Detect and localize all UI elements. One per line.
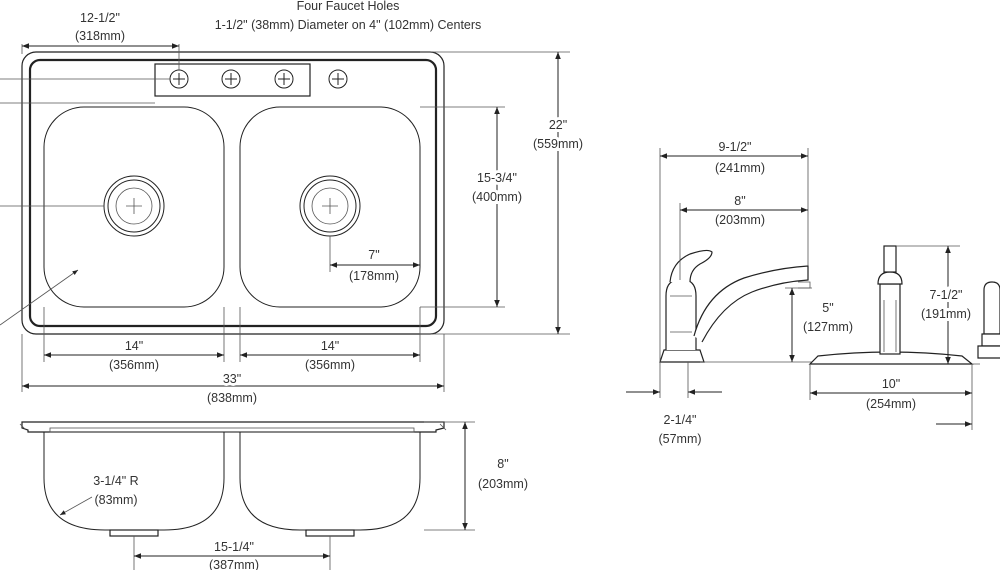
drain-offset-imperial: 7" xyxy=(368,248,379,262)
side-spray xyxy=(977,281,1000,359)
section-right-bowl xyxy=(239,432,421,531)
faucet-reach-metric: (241mm) xyxy=(715,161,765,175)
left-bowl-width-metric: (356mm) xyxy=(109,358,159,372)
faucet-deck xyxy=(154,63,311,97)
sink-section-view: 3-1/4" R (83mm) 8" (203mm) 15-1/4" (387m… xyxy=(19,421,528,570)
section-rim xyxy=(21,421,445,433)
right-bowl-width-metric: (356mm) xyxy=(305,358,355,372)
spout-height-metric: (127mm) xyxy=(803,320,853,334)
left-bowl-width-imperial: 14" xyxy=(125,339,143,353)
spout-reach-metric: (203mm) xyxy=(715,213,765,227)
base-width-imperial: 10" xyxy=(882,377,900,391)
bowl-length-imperial: 15-3/4" xyxy=(477,171,517,185)
faucet-front-view: 7-1/2" (191mm) 10" (254mm) xyxy=(808,245,1000,430)
left-bowl xyxy=(43,106,225,308)
drain-spacing-imperial: 15-1/4" xyxy=(214,540,254,554)
faucet-hole-4 xyxy=(328,69,348,89)
overall-height-metric: (191mm) xyxy=(921,307,971,321)
sink-depth-metric: (559mm) xyxy=(533,137,583,151)
faucet-holes-spec: 1-1/2" (38mm) Diameter on 4" (102mm) Cen… xyxy=(215,18,482,32)
overall-width-imperial: 33" xyxy=(223,372,241,386)
overall-height-imperial: 7-1/2" xyxy=(930,288,963,302)
right-bowl-width-imperial: 14" xyxy=(321,339,339,353)
drain-spacing-metric: (387mm) xyxy=(209,558,259,570)
drain-offset-metric: (178mm) xyxy=(349,269,399,283)
faucet-hole-2 xyxy=(221,69,241,89)
sink-rim-inner xyxy=(28,58,438,328)
faucet-side-view: 9-1/2" (241mm) 8" (203mm) 5" (127mm) 2-1… xyxy=(626,137,853,446)
corner-radius-imperial: 3-1/4" R xyxy=(93,474,138,488)
base-width-metric: (254mm) xyxy=(866,397,916,411)
hole-offset-imperial: 12-1/2" xyxy=(80,11,120,25)
bowl-depth-metric: (203mm) xyxy=(478,477,528,491)
faucet-reach-imperial: 9-1/2" xyxy=(719,140,752,154)
bowl-length-metric: (400mm) xyxy=(472,190,522,204)
corner-radius-metric: (83mm) xyxy=(94,493,137,507)
bowl-depth-imperial: 8" xyxy=(497,457,508,471)
spout-height-imperial: 5" xyxy=(822,301,833,315)
faucet-holes-title: Four Faucet Holes xyxy=(297,0,400,13)
right-bowl xyxy=(239,106,421,308)
spout-reach-imperial: 8" xyxy=(734,194,745,208)
hole-offset-metric: (318mm) xyxy=(75,29,125,43)
base-depth-imperial: 2-1/4" xyxy=(664,413,697,427)
sink-top-view: 12-1/2" (318mm) 22" (559mm) 15-3/4" (400… xyxy=(0,11,586,408)
base-depth-metric: (57mm) xyxy=(658,432,701,446)
faucet-hole-3 xyxy=(274,69,294,89)
sink-depth-imperial: 22" xyxy=(549,118,567,132)
overall-width-metric: (838mm) xyxy=(207,391,257,405)
